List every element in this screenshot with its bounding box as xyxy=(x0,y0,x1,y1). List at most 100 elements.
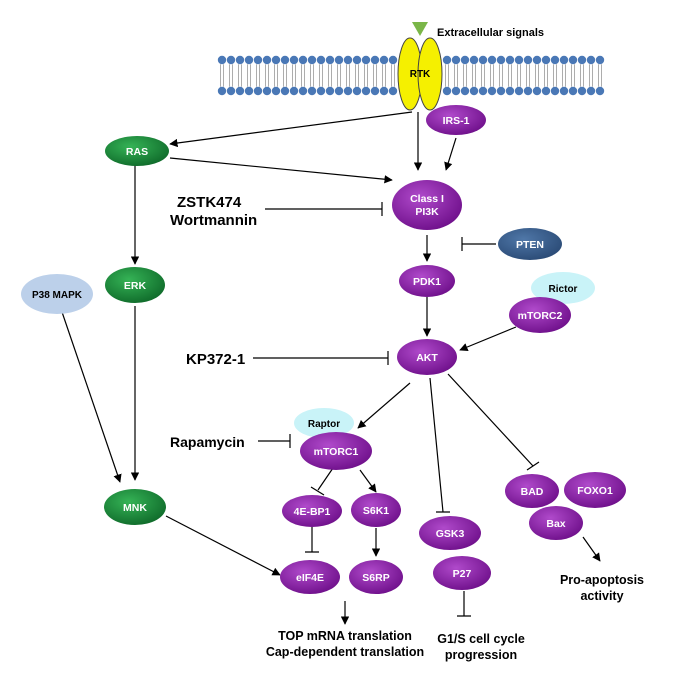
phospholipid-head xyxy=(559,55,569,65)
wortmannin-label: Wortmannin xyxy=(170,212,257,229)
arrow-irs1-to-pi3k xyxy=(444,137,457,171)
phospholipid-head xyxy=(568,55,578,65)
phospholipid-head xyxy=(505,86,515,96)
rtk-label: RTK xyxy=(410,69,431,80)
phospholipid-head xyxy=(370,86,380,96)
phospholipid-head xyxy=(442,55,452,65)
phospholipid-head xyxy=(514,86,524,96)
phospholipid-head xyxy=(226,86,236,96)
phospholipid-head xyxy=(262,55,272,65)
irs1-label: IRS-1 xyxy=(443,115,470,127)
pathway-connectors xyxy=(61,111,601,625)
inhibit-p27-to-cellcycle xyxy=(457,591,471,617)
mtorc2-label: mTORC2 xyxy=(518,310,563,322)
phospholipid-head xyxy=(352,55,362,65)
bax-label: Bax xyxy=(546,518,565,530)
node-bax: Bax xyxy=(529,506,583,540)
4ebp1-label: 4E-BP1 xyxy=(294,506,331,518)
phospholipid-head xyxy=(388,55,398,65)
node-pi3k: Class I PI3K xyxy=(392,180,462,230)
kp372-label: KP372-1 xyxy=(186,351,245,368)
phospholipid-head xyxy=(559,86,569,96)
rictor-label: Rictor xyxy=(549,284,578,295)
node-erk: ERK xyxy=(105,267,165,303)
node-raptor: Raptor xyxy=(294,408,354,438)
phospholipid-head xyxy=(217,86,227,96)
raptor-label: Raptor xyxy=(308,419,340,430)
pten-label: PTEN xyxy=(516,239,544,251)
inhibit-kp372-to-akt xyxy=(253,351,389,365)
phospholipid-head xyxy=(298,86,308,96)
phospholipid-head xyxy=(541,86,551,96)
phospholipid-head xyxy=(325,55,335,65)
phospholipid-head xyxy=(253,86,263,96)
node-s6k1: S6K1 xyxy=(351,493,401,527)
phospholipid-head xyxy=(280,86,290,96)
phospholipid-head xyxy=(595,86,605,96)
arrow-mtorc1-to-s6k1 xyxy=(359,469,377,493)
phospholipid-head xyxy=(235,55,245,65)
phospholipid-head xyxy=(523,86,533,96)
phospholipid-head xyxy=(334,86,344,96)
arrow-p38-to-mnk xyxy=(61,311,122,483)
phospholipid-head xyxy=(325,86,335,96)
phospholipid-head xyxy=(487,86,497,96)
cell-membrane xyxy=(217,55,605,96)
node-mtorc1: mTORC1 xyxy=(300,432,372,470)
arrow-ras-to-pi3k xyxy=(169,157,393,184)
arrow-mnk-to-eif4e xyxy=(165,515,281,576)
node-ras: RAS xyxy=(105,136,169,166)
node-gsk3: GSK3 xyxy=(419,516,481,550)
inhibit-rapamycin-to-mtorc1 xyxy=(258,434,291,448)
phospholipid-head xyxy=(271,55,281,65)
phospholipid-head xyxy=(334,55,344,65)
phospholipid-head xyxy=(577,55,587,65)
phospholipid-head xyxy=(361,55,371,65)
phospholipid-head xyxy=(514,55,524,65)
mnk-label: MNK xyxy=(123,502,147,514)
phospholipid-head xyxy=(316,55,326,65)
arrow-rtk-to-ras xyxy=(169,111,413,148)
p38-label: P38 MAPK xyxy=(32,290,83,301)
phospholipid-head xyxy=(478,55,488,65)
inhibit-mtorc1-to-4ebp1 xyxy=(310,467,334,496)
phospholipid-head xyxy=(298,55,308,65)
phospholipid-head xyxy=(235,86,245,96)
phospholipid-head xyxy=(244,55,254,65)
phospholipid-head xyxy=(469,55,479,65)
erk-label: ERK xyxy=(124,280,147,292)
phospholipid-head xyxy=(442,86,452,96)
phospholipid-head xyxy=(469,86,479,96)
node-bad: BAD xyxy=(505,474,559,508)
phospholipid-head xyxy=(244,86,254,96)
phospholipid-head xyxy=(379,86,389,96)
apoptosis-outcome-line1: Pro-apoptosis xyxy=(560,573,644,587)
rtk-receptor: RTK xyxy=(397,37,443,111)
ras-label: RAS xyxy=(126,146,148,158)
p27-label: P27 xyxy=(453,568,472,580)
phospholipid-head xyxy=(370,55,380,65)
zstk474-label: ZSTK474 xyxy=(177,194,242,211)
phospholipid-head xyxy=(487,55,497,65)
node-mnk: MNK xyxy=(104,489,166,525)
phospholipid-head xyxy=(451,86,461,96)
phospholipid-head xyxy=(289,55,299,65)
phospholipid-head xyxy=(532,86,542,96)
cellcycle-outcome-line2: progression xyxy=(445,648,517,662)
inhibit-4ebp1-to-eif4e xyxy=(305,527,319,553)
node-irs1: IRS-1 xyxy=(426,105,486,135)
node-eif4e: eIF4E xyxy=(280,560,340,594)
extracellular-signals-label: Extracellular signals xyxy=(437,27,544,39)
translation-outcome-line2: Cap-dependent translation xyxy=(266,645,424,659)
arrow-akt-to-mtorc1 xyxy=(357,382,411,429)
cellcycle-outcome-line1: G1/S cell cycle xyxy=(437,632,525,646)
phospholipid-head xyxy=(361,86,371,96)
phospholipid-head xyxy=(352,86,362,96)
s6k1-label: S6K1 xyxy=(363,505,389,517)
pi3k-label-line2: PI3K xyxy=(415,206,439,218)
phospholipid-head xyxy=(478,86,488,96)
pdk1-label: PDK1 xyxy=(413,276,441,288)
phospholipid-head xyxy=(316,86,326,96)
eif4e-label: eIF4E xyxy=(296,572,324,584)
translation-outcome-line1: TOP mRNA translation xyxy=(278,629,412,643)
